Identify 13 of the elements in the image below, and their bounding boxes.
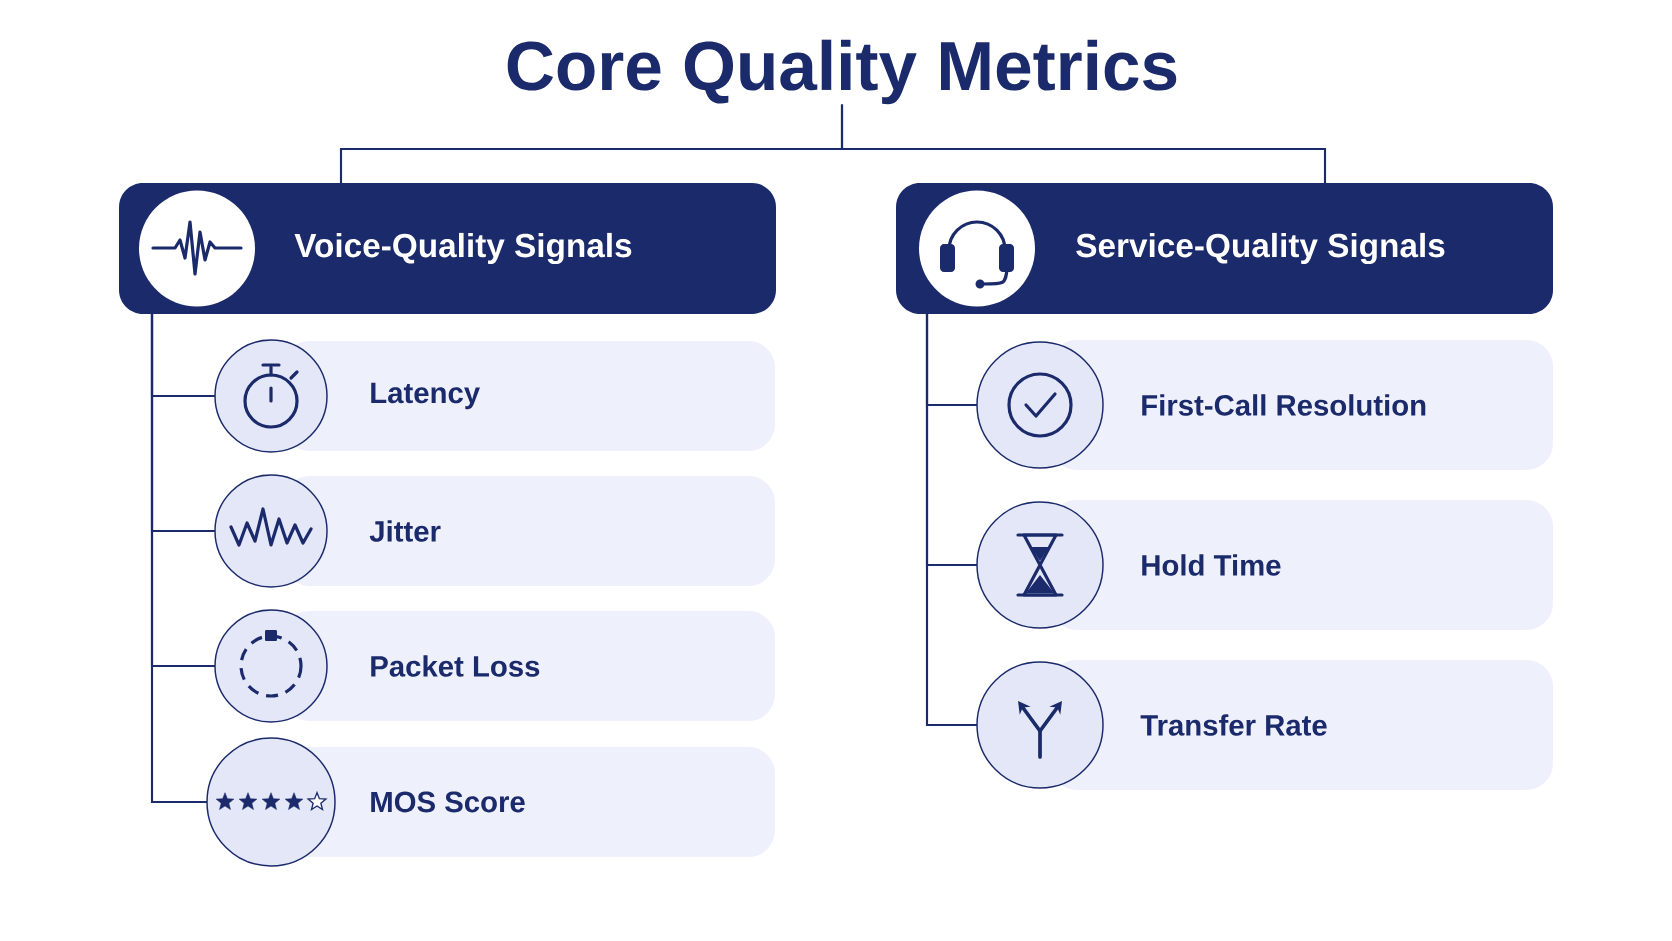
metric-card: Jitter <box>214 474 775 588</box>
category-header: Voice-Quality Signals <box>119 183 776 314</box>
metric-card: Transfer Rate <box>976 660 1553 790</box>
metric-card: Packet Loss <box>214 609 775 723</box>
connector-line <box>150 314 207 804</box>
connector-line <box>840 104 1327 183</box>
metric-card: Hold Time <box>976 500 1553 630</box>
category-header: Service-Quality Signals <box>896 183 1553 314</box>
title: Core Quality Metrics <box>507 39 1177 105</box>
connector-line <box>925 314 977 727</box>
metric-card: Latency <box>214 339 775 453</box>
metric-card: First-Call Resolution <box>976 340 1553 470</box>
metric-card: MOS Score <box>206 737 775 867</box>
